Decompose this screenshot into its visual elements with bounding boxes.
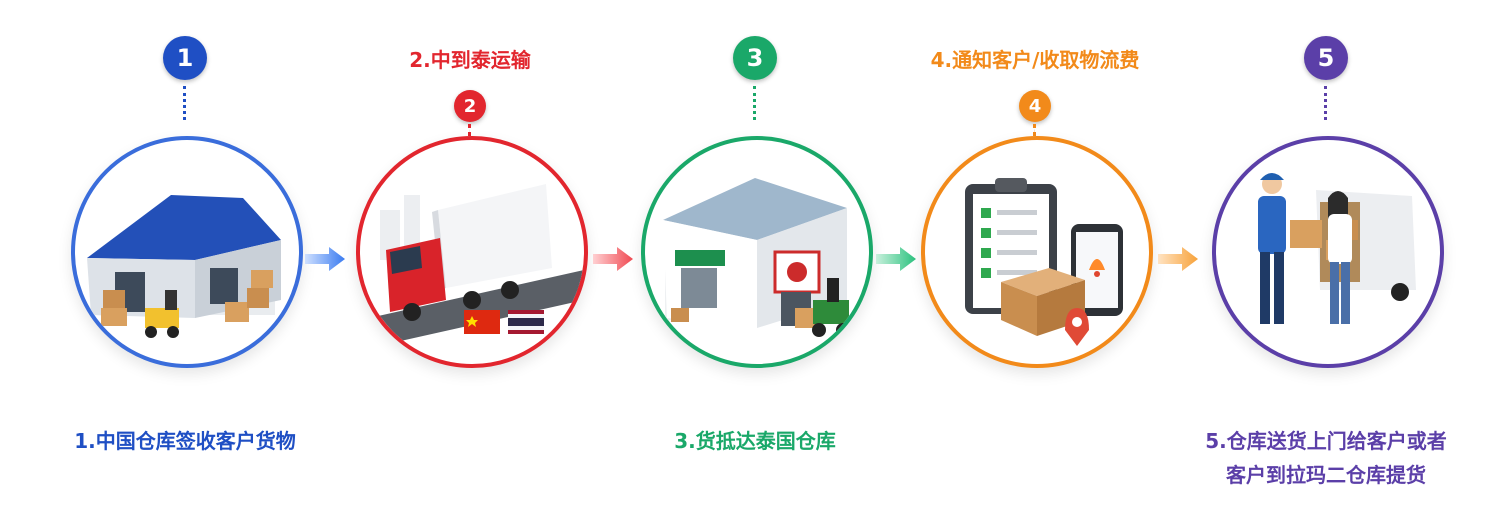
- step-4-title: 4.通知客户/收取物流费: [930, 48, 1140, 72]
- step-1: 1 1.中国仓库签收客户货物: [35, 0, 335, 519]
- step-5-connector: [1324, 86, 1327, 120]
- step-5: 5 5.仓库送货上门给客户或者 客户到拉玛二仓库提货: [1176, 0, 1476, 519]
- step-4: 4.通知客户/收取物流费 4: [885, 0, 1185, 519]
- step-3-circle: [641, 136, 873, 368]
- step-2-circle: [356, 136, 588, 368]
- step-3: 3 3.货抵达泰国仓库: [605, 0, 905, 519]
- step-3-badge: 3: [733, 36, 777, 80]
- step-2-badge: 2: [454, 90, 486, 122]
- arrow-4-5: [1158, 247, 1198, 271]
- arrow-2-3: [593, 247, 633, 271]
- arrow-3-4: [876, 247, 916, 271]
- step-1-caption: 1.中国仓库签收客户货物: [74, 429, 296, 453]
- step-2: 2.中到泰运输 2: [320, 0, 620, 519]
- step-5-badge: 5: [1304, 36, 1348, 80]
- arrow-1-2: [305, 247, 345, 271]
- step-4-badge: 4: [1019, 90, 1051, 122]
- step-2-connector: [468, 124, 471, 136]
- step-1-circle: [71, 136, 303, 368]
- step-5-caption-line2: 客户到拉玛二仓库提货: [1226, 463, 1426, 487]
- clipboard-phone-icon: [965, 178, 1123, 346]
- step-3-connector: [753, 86, 756, 120]
- truck-flags-icon: [360, 184, 584, 350]
- step-5-circle: [1212, 136, 1444, 368]
- thai-warehouse-icon: [663, 178, 850, 337]
- step-1-connector: [183, 86, 186, 120]
- warehouse-forklift-icon: [87, 195, 281, 338]
- step-1-badge: 1: [163, 36, 207, 80]
- step-4-connector: [1033, 124, 1036, 136]
- delivery-handover-icon: [1258, 173, 1416, 324]
- step-3-caption: 3.货抵达泰国仓库: [674, 429, 836, 453]
- step-4-circle: [921, 136, 1153, 368]
- step-5-caption-line1: 5.仓库送货上门给客户或者: [1205, 429, 1447, 453]
- step-2-title: 2.中到泰运输: [409, 48, 531, 72]
